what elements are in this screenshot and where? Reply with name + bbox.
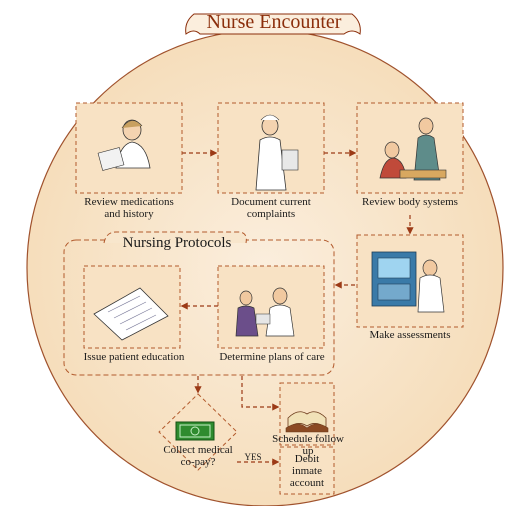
education-label: Issue patient education: [83, 351, 185, 363]
nurse-writing-icon: [255, 114, 299, 191]
title-banner: [185, 13, 361, 35]
care-team-icon: [235, 287, 295, 337]
education-paper-icon: [93, 287, 169, 341]
copay-label: Collect medical co-pay?: [163, 444, 233, 468]
debit-label: Debit inmate account: [289, 453, 325, 489]
doctor-patient-icon: [379, 117, 447, 181]
review-systems-label: Review body systems: [362, 196, 458, 208]
assess-label: Make assessments: [369, 329, 451, 341]
nurse-reading-icon: [97, 119, 151, 171]
protocols-title-tab: [103, 231, 247, 244]
diagram-title: Nurse Encounter: [206, 11, 342, 33]
followup-book-icon: [285, 411, 329, 433]
document-label: Document current complaints: [231, 196, 311, 220]
assessment-icon: [371, 251, 445, 313]
arrow-protocols-to-followup: [241, 376, 280, 411]
plans-label: Determine plans of care: [219, 351, 325, 363]
review-meds-label: Review medications and history: [84, 196, 174, 220]
debit-box: [279, 446, 335, 495]
nursing-protocols-title: Nursing Protocols: [122, 235, 232, 251]
review-systems-box: [356, 102, 464, 194]
followup-label: Schedule follow up: [272, 433, 344, 457]
copay-money-icon: [175, 421, 215, 441]
yes-edge-label: YES: [244, 452, 262, 462]
